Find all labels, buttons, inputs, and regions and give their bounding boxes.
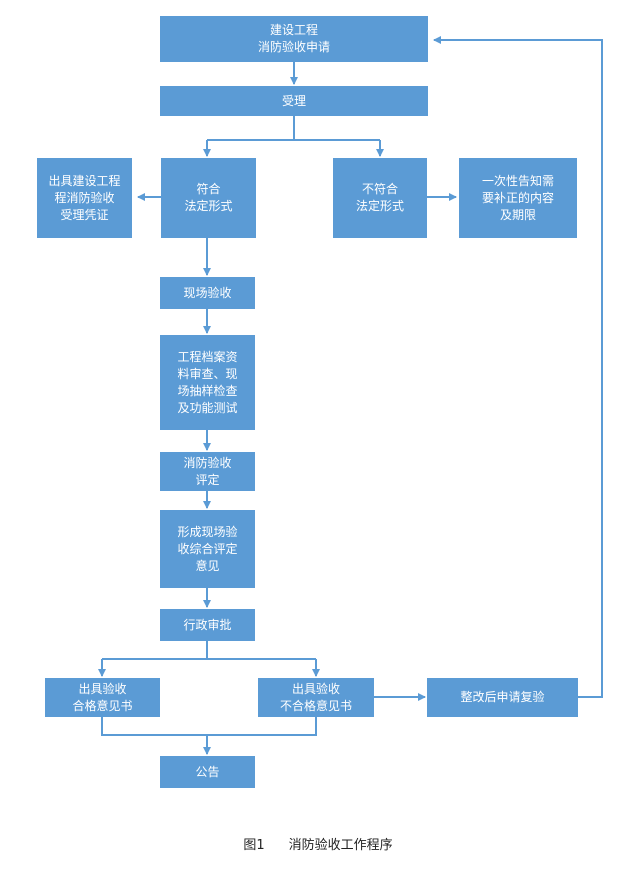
figure-number: 图1 (243, 838, 265, 853)
node-inspect-label: 现场验收 (183, 285, 232, 300)
node-review: 工程档案资 料审查、现 场抽样检查 及功能测试 (160, 335, 255, 430)
node-rectify-label: 整改后申请复验 (460, 690, 545, 704)
node-announce-label: 公告 (195, 764, 220, 779)
node-approve: 行政审批 (160, 609, 255, 641)
node-receipt: 出具建设工程 程消防验收 受理凭证 (37, 158, 132, 238)
node-approve-label: 行政审批 (183, 617, 232, 632)
node-conform: 符合 法定形式 (161, 158, 256, 238)
arrow-rectify-to-apply (433, 36, 603, 698)
node-accept-label: 受理 (281, 93, 306, 108)
node-inspect: 现场验收 (160, 277, 255, 309)
node-opinion-label: 形成现场验 收综合评定 意见 (177, 524, 238, 573)
figure-title: 消防验收工作程序 (288, 838, 393, 853)
node-apply-label: 建设工程 消防验收申请 (257, 23, 330, 54)
node-pass-label: 出具验收 合格意见书 (72, 681, 133, 713)
node-review-label: 工程档案资 料审查、现 场抽样检查 及功能测试 (177, 349, 238, 415)
node-evaluate-label: 消防验收 评定 (183, 455, 232, 487)
node-announce: 公告 (160, 756, 255, 788)
node-apply: 建设工程 消防验收申请 (160, 16, 428, 62)
node-fail-label: 出具验收 不合格意见书 (279, 681, 352, 713)
line-merge-to-announce (101, 717, 317, 754)
node-nonconform: 不符合 法定形式 (333, 158, 427, 238)
figure-caption: 图1 消防验收工作程序 (0, 834, 636, 853)
line-approve-split (102, 641, 316, 660)
line-accept-split (207, 116, 380, 141)
node-conform-label: 符合 法定形式 (184, 182, 233, 213)
node-receipt-label: 出具建设工程 程消防验收 受理凭证 (48, 173, 121, 222)
node-notify: 一次性告知需 要补正的内容 及期限 (459, 158, 577, 238)
node-rectify: 整改后申请复验 (427, 678, 578, 717)
node-pass: 出具验收 合格意见书 (45, 678, 160, 717)
node-notify-label: 一次性告知需 要补正的内容 及期限 (481, 173, 554, 222)
node-fail: 出具验收 不合格意见书 (258, 678, 374, 717)
node-opinion: 形成现场验 收综合评定 意见 (160, 510, 255, 588)
node-evaluate: 消防验收 评定 (160, 452, 255, 491)
node-accept: 受理 (160, 86, 428, 116)
node-nonconform-label: 不符合 法定形式 (355, 182, 404, 213)
